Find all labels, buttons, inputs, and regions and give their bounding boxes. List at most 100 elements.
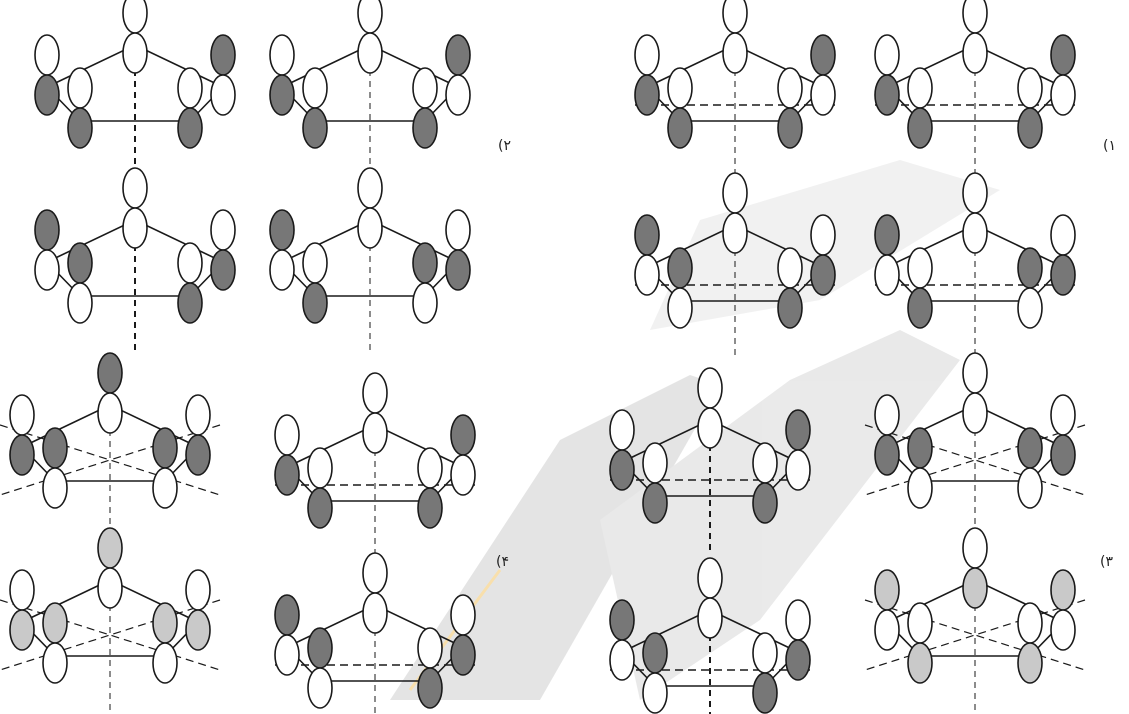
p-orbital-lobe <box>303 283 327 323</box>
p-orbital-lobe <box>211 75 235 115</box>
p-orbital-lobe <box>610 600 634 640</box>
p-orbital-lobe <box>908 468 932 508</box>
p-orbital-lobe <box>275 415 299 455</box>
p-orbital-lobe <box>68 108 92 148</box>
p-orbital-lobe <box>963 213 987 253</box>
p-orbital-lobe <box>413 108 437 148</box>
p-orbital-lobe <box>178 283 202 323</box>
orbital-panel <box>270 0 470 175</box>
p-orbital-lobe <box>68 243 92 283</box>
p-orbital-lobe <box>451 635 475 675</box>
p-orbital-lobe <box>186 435 210 475</box>
p-orbital-lobe <box>723 33 747 73</box>
p-orbital-lobe <box>908 68 932 108</box>
p-orbital-lobe <box>363 593 387 633</box>
p-orbital-lobe <box>668 248 692 288</box>
p-orbital-lobe <box>43 643 67 683</box>
p-orbital-lobe <box>363 413 387 453</box>
p-orbital-lobe <box>178 108 202 148</box>
p-orbital-lobe <box>10 570 34 610</box>
orbital-panel <box>0 353 220 535</box>
p-orbital-lobe <box>963 0 987 33</box>
p-orbital-lobe <box>10 395 34 435</box>
orbital-panel <box>0 528 220 710</box>
p-orbital-lobe <box>270 250 294 290</box>
p-orbital-lobe <box>753 483 777 523</box>
p-orbital-lobe <box>963 173 987 213</box>
p-orbital-lobe <box>308 448 332 488</box>
p-orbital-lobe <box>778 68 802 108</box>
p-orbital-lobe <box>358 168 382 208</box>
p-orbital-lobe <box>123 168 147 208</box>
p-orbital-lobe <box>153 428 177 468</box>
p-orbital-lobe <box>778 108 802 148</box>
p-orbital-lobe <box>723 213 747 253</box>
p-orbital-lobe <box>963 393 987 433</box>
p-orbital-lobe <box>35 210 59 250</box>
p-orbital-lobe <box>875 255 899 295</box>
p-orbital-lobe <box>723 0 747 33</box>
p-orbital-lobe <box>43 603 67 643</box>
p-orbital-lobe <box>308 488 332 528</box>
p-orbital-lobe <box>358 208 382 248</box>
p-orbital-lobe <box>10 610 34 650</box>
p-orbital-lobe <box>275 455 299 495</box>
p-orbital-lobe <box>610 450 634 490</box>
p-orbital-lobe <box>10 435 34 475</box>
p-orbital-lobe <box>303 108 327 148</box>
orbital-panel <box>35 0 235 175</box>
p-orbital-lobe <box>98 353 122 393</box>
p-orbital-lobe <box>1018 68 1042 108</box>
p-orbital-lobe <box>635 255 659 295</box>
p-orbital-lobe <box>753 633 777 673</box>
p-orbital-lobe <box>35 250 59 290</box>
p-orbital-lobe <box>908 428 932 468</box>
p-orbital-lobe <box>1051 75 1075 115</box>
p-orbital-lobe <box>635 35 659 75</box>
p-orbital-lobe <box>35 35 59 75</box>
p-orbital-lobe <box>875 610 899 650</box>
p-orbital-lobe <box>610 640 634 680</box>
p-orbital-lobe <box>963 528 987 568</box>
orbital-panel <box>865 528 1085 710</box>
p-orbital-lobe <box>358 33 382 73</box>
p-orbital-lobe <box>413 243 437 283</box>
p-orbital-lobe <box>1018 468 1042 508</box>
p-orbital-lobe <box>43 428 67 468</box>
option-label-4: (۴ <box>496 554 509 570</box>
p-orbital-lobe <box>875 570 899 610</box>
p-orbital-lobe <box>1051 35 1075 75</box>
p-orbital-lobe <box>308 668 332 708</box>
p-orbital-lobe <box>698 598 722 638</box>
p-orbital-lobe <box>635 75 659 115</box>
p-orbital-lobe <box>98 393 122 433</box>
p-orbital-lobe <box>1051 255 1075 295</box>
p-orbital-lobe <box>186 610 210 650</box>
p-orbital-lobe <box>1051 395 1075 435</box>
p-orbital-lobe <box>635 215 659 255</box>
p-orbital-lobe <box>211 250 235 290</box>
p-orbital-lobe <box>668 68 692 108</box>
p-orbital-lobe <box>643 673 667 713</box>
p-orbital-lobe <box>1018 428 1042 468</box>
p-orbital-lobe <box>186 570 210 610</box>
p-orbital-lobe <box>123 0 147 33</box>
orbital-panel <box>270 168 470 350</box>
p-orbital-lobe <box>211 210 235 250</box>
p-orbital-lobe <box>908 248 932 288</box>
p-orbital-lobe <box>875 75 899 115</box>
p-orbital-lobe <box>786 410 810 450</box>
p-orbital-lobe <box>1051 610 1075 650</box>
p-orbital-lobe <box>451 415 475 455</box>
p-orbital-lobe <box>413 68 437 108</box>
p-orbital-lobe <box>811 215 835 255</box>
p-orbital-lobe <box>908 603 932 643</box>
p-orbital-lobe <box>778 248 802 288</box>
p-orbital-lobe <box>451 455 475 495</box>
option-label-1: (۱ <box>1103 138 1116 154</box>
p-orbital-lobe <box>413 283 437 323</box>
p-orbital-lobe <box>446 75 470 115</box>
p-orbital-lobe <box>363 553 387 593</box>
p-orbital-lobe <box>418 448 442 488</box>
p-orbital-lobe <box>963 568 987 608</box>
